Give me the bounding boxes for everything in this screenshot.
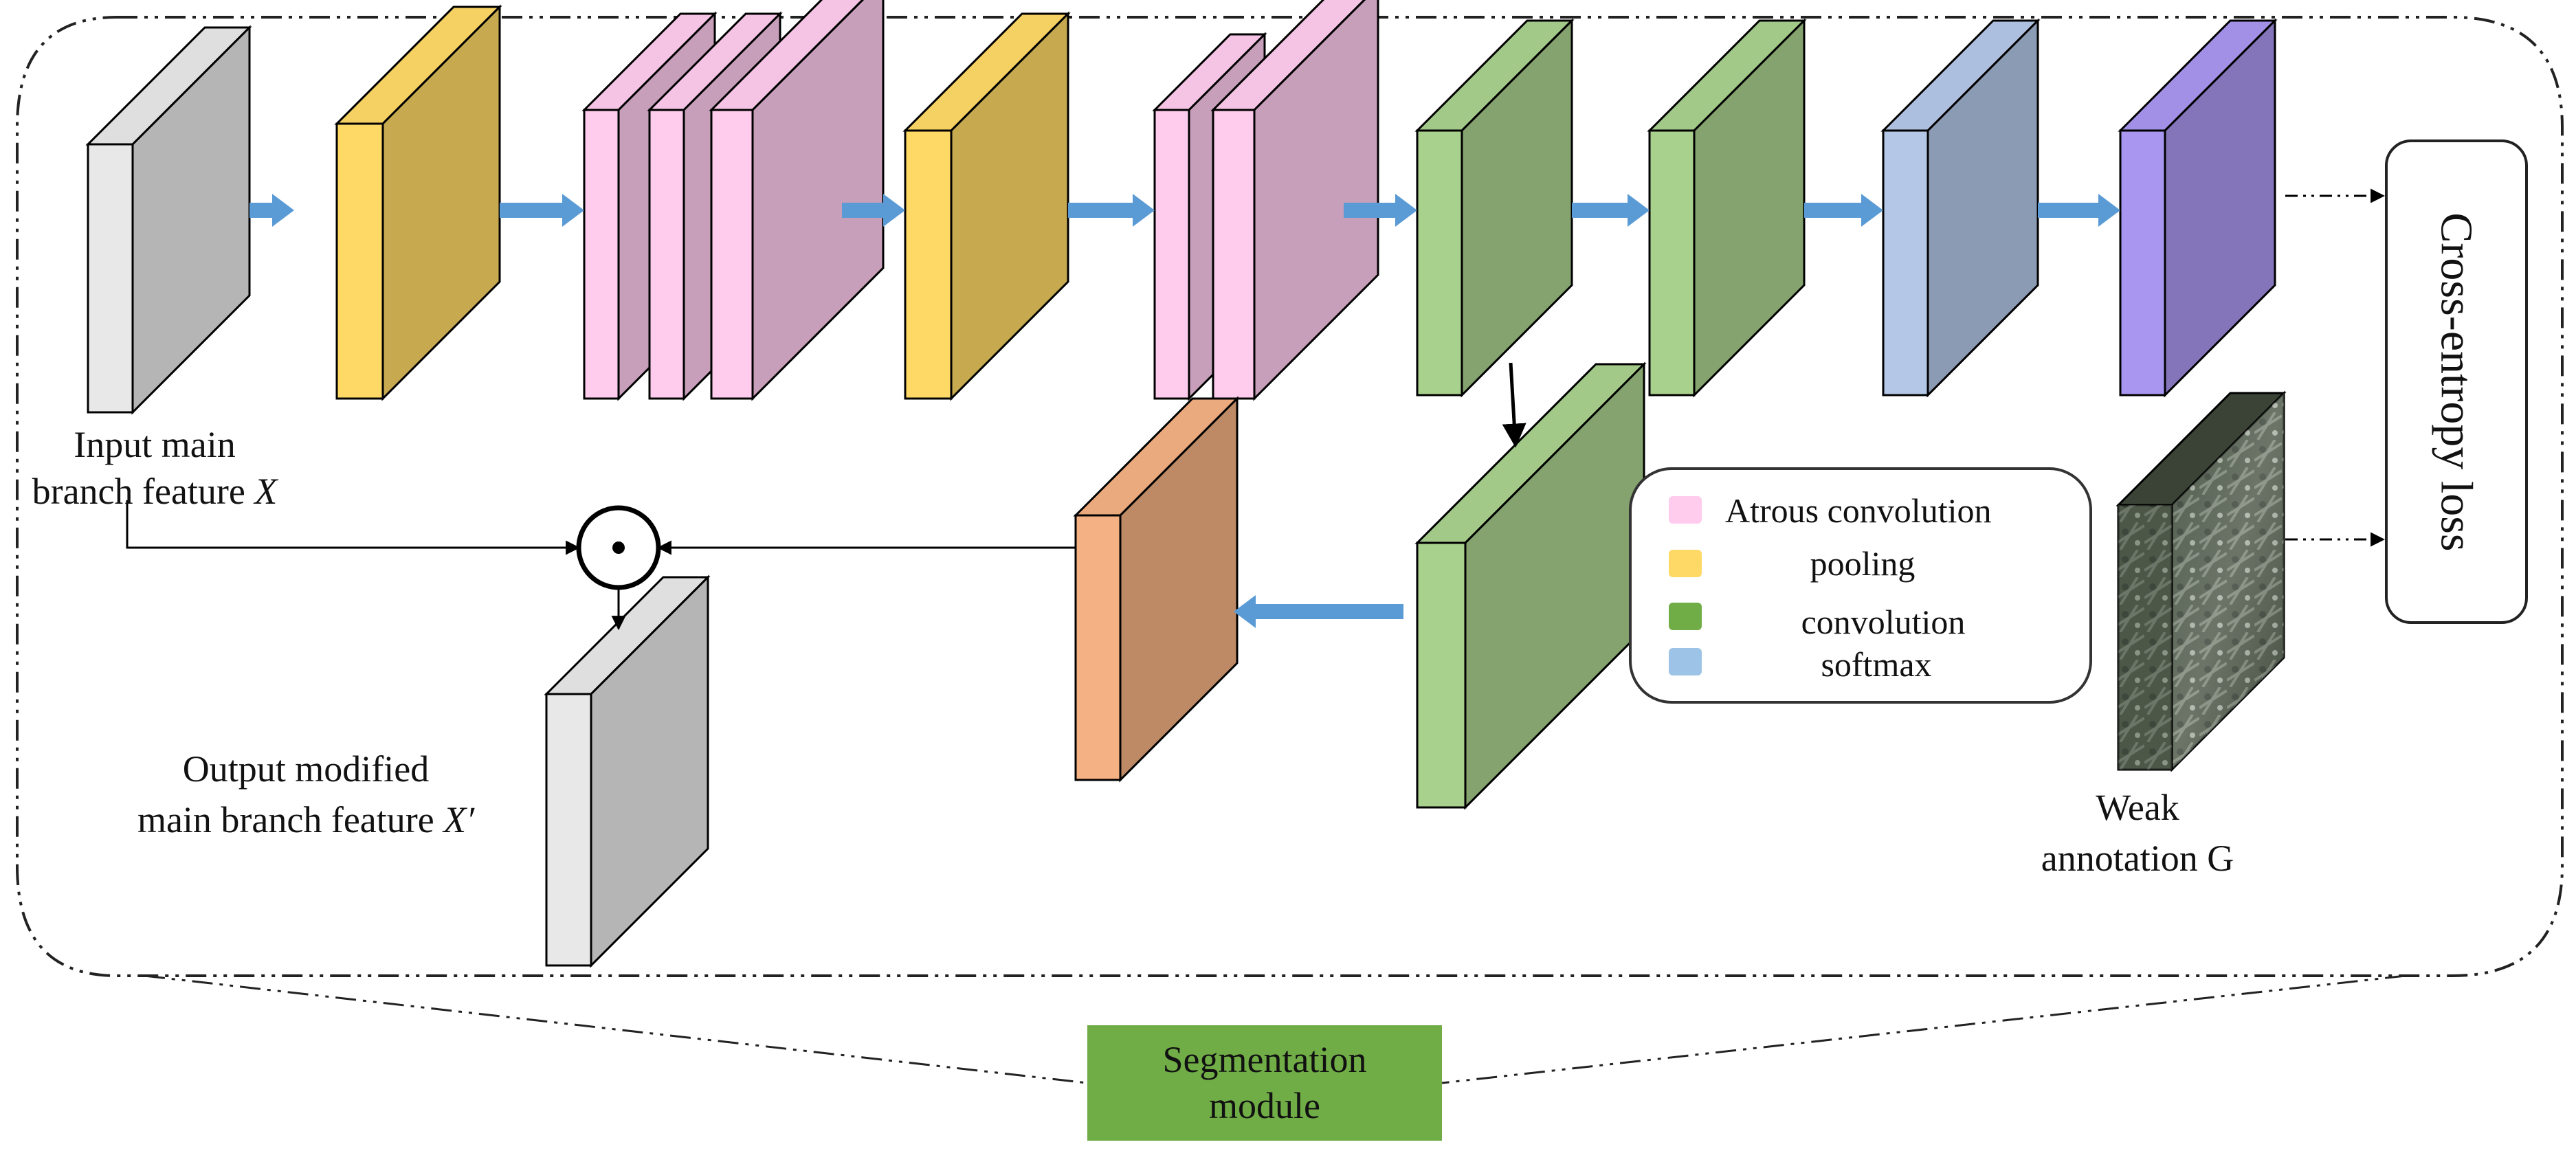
output-feature-layer: [544, 574, 711, 968]
output-label-line1: Output modified: [182, 748, 430, 790]
weak-label-line2: annotation G: [2041, 838, 2234, 879]
satellite-image-thumbnail-icon: [2116, 390, 2287, 772]
convolution-layer-2: [1647, 18, 1807, 398]
pooling-layer-2: [902, 11, 1071, 401]
upsample-layer: [1073, 396, 1240, 783]
output-feature-label: Output modified main branch feature X′: [72, 750, 540, 838]
legend-label-softmax: softmax: [1821, 645, 1932, 684]
input-feature-layer: [85, 25, 252, 415]
input-feature-label: Input main branch feature X: [27, 426, 282, 510]
legend-swatch-3: [1669, 648, 1702, 675]
output-symbol: X′: [443, 799, 475, 840]
segmentation-module-box: Segmentation module: [1087, 1025, 1442, 1141]
module-boundary: [16, 16, 2564, 977]
flow-arrow-5: [1344, 194, 1417, 227]
weak-annotation-label: Weak annotation G: [2014, 789, 2261, 877]
legend-label-convolution: convolution: [1801, 603, 1966, 641]
atrous-conv-layer-2b: [1210, 0, 1379, 401]
output-label-line2: main branch feature: [137, 799, 434, 840]
flow-arrow-6: [1572, 194, 1650, 227]
pooling-layer-1: [334, 4, 502, 401]
input-label-line1: Input main: [74, 424, 236, 465]
flow-arrow-3: [842, 194, 905, 227]
flow-arrow-4: [1068, 194, 1155, 227]
convolution-layer-3: [1414, 361, 1647, 810]
cross-entropy-label: Cross-entropy loss: [2432, 212, 2483, 552]
flow-arrow-7: [1804, 194, 1883, 227]
atrous-conv-layer-1c: [709, 0, 885, 401]
cross-entropy-loss-box: Cross-entropy loss: [2385, 139, 2528, 624]
funnel-line-right: [1441, 974, 2406, 1084]
output-layer: [2118, 18, 2278, 398]
segmentation-label-line2: module: [1209, 1085, 1320, 1126]
legend-box: [1629, 467, 2092, 704]
input-symbol: X: [254, 471, 278, 512]
flow-arrow-1: [249, 194, 294, 227]
segmentation-label-line1: Segmentation: [1162, 1038, 1367, 1080]
legend-swatch-2: [1669, 603, 1702, 630]
flow-arrow-8: [2038, 194, 2120, 227]
legend-swatch-0: [1669, 496, 1702, 524]
legend-label-atrous: Atrous convolution: [1725, 491, 1992, 530]
flow-arrow-9: [1234, 595, 1403, 628]
branch-down-arrow: [1502, 362, 1526, 448]
legend-label-pooling: pooling: [1810, 544, 1916, 583]
weak-label-line1: Weak: [2096, 787, 2179, 828]
convolution-layer-1: [1414, 18, 1575, 398]
legend-swatch-1: [1669, 550, 1702, 577]
softmax-layer: [1880, 18, 2041, 398]
input-skip-line: [126, 500, 581, 555]
funnel-line-left: [144, 974, 1088, 1084]
flow-arrow-2: [500, 194, 584, 227]
dot-product-operator-icon: [576, 505, 661, 590]
input-label-line2: branch feature: [32, 471, 245, 512]
